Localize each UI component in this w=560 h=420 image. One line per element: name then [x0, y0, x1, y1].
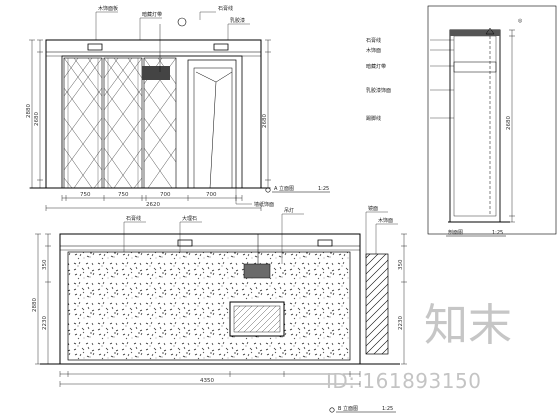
elevation-b-dim-total: 4350 — [200, 378, 214, 384]
elevation-a-dim-4: 700 — [206, 192, 217, 198]
elevation-a-dim-total: 2620 — [146, 202, 160, 208]
elevation-a-label-1: 木饰面板 — [98, 5, 118, 12]
elevation-b-title-marker — [329, 407, 335, 413]
svg-text:◎: ◎ — [518, 18, 523, 24]
elevation-a-label-4: 乳胶漆 — [230, 17, 245, 24]
elevation-a-label-3: 石膏线 — [218, 5, 233, 12]
elevation-a-label-2: 暗藏灯带 — [142, 11, 162, 18]
elevation-b-label-3: 吊灯 — [284, 207, 294, 214]
section-title: 剖面图 — [448, 229, 463, 236]
elevation-a-bottom-note: 墙纸饰面 — [254, 201, 274, 208]
watermark-id: ID: 161893150 — [326, 369, 481, 393]
elevation-a-title: A 立面图 — [274, 185, 294, 192]
elevation-b-marble-panel — [67, 251, 351, 361]
elevation-a-doorway — [187, 59, 237, 189]
elevation-a-left-dim: 2680 — [34, 112, 40, 126]
section-scale: 1:25 — [492, 230, 503, 236]
watermark: 知末 ID: 161893150 — [326, 300, 512, 393]
section-right-dim: 2680 — [506, 116, 512, 130]
section-label-1: 石膏线 — [366, 37, 381, 44]
elevation-b-right-dim-1: 350 — [398, 259, 404, 270]
elevation-a-right-dimensions: 2680 — [262, 39, 271, 189]
elevation-a-right-dim: 2680 — [262, 114, 268, 128]
elevation-a-left-dimensions: 2880 2680 — [26, 39, 43, 189]
elevation-a-light-left — [87, 43, 103, 51]
elevation-b-label-4: 镜面 — [368, 205, 378, 212]
elevation-b: 石膏线 大理石 吊灯 镜面 木饰面 4350 2880 350 2230 350… — [32, 205, 407, 413]
section-ceiling-block — [450, 30, 500, 36]
section-cabinet — [449, 29, 501, 223]
elevation-b-pendant-lamp — [243, 263, 271, 279]
elevation-a-dim-1: 750 — [80, 192, 91, 198]
elevation-b-title: B 立面图 — [338, 405, 358, 412]
elevation-a-title-marker — [265, 187, 271, 193]
elevation-b-light-left — [177, 239, 193, 247]
elevation-b-label-2: 大理石 — [182, 215, 197, 222]
elevation-a-dim-2: 750 — [118, 192, 129, 198]
elevation-a-detail-marker — [177, 17, 187, 27]
elevation-a-wall-outline — [45, 39, 262, 189]
elevation-b-left-total: 2880 — [32, 298, 38, 312]
elevation-a-lattice-doors — [63, 57, 177, 189]
section-label-5: 踢脚线 — [366, 115, 381, 122]
elevation-a-bottom-dimensions: 750 750 700 700 2620 — [45, 192, 262, 211]
elevation-b-hatched-side — [365, 253, 389, 355]
section-label-4: 乳胶漆饰面 — [366, 87, 391, 94]
elevation-a-light-right — [213, 43, 229, 51]
elevation-a-scale: 1:25 — [318, 186, 329, 192]
elevation-b-label-1: 石膏线 — [126, 215, 141, 222]
elevation-a: 木饰面板 暗藏灯带 石膏线 乳胶漆 750 750 700 700 2620 2… — [26, 5, 330, 211]
section-label-3: 暗藏灯带 — [366, 63, 386, 70]
elevation-b-left-dim-1: 350 — [42, 259, 48, 270]
elevation-b-left-dim-2: 2230 — [42, 316, 48, 330]
elevation-b-light-right — [317, 239, 333, 247]
elevation-b-right-dim-2: 2230 — [398, 316, 404, 330]
section-border — [427, 5, 557, 235]
section-label-2: 木饰面 — [366, 47, 381, 54]
elevation-a-door-swing — [195, 71, 233, 189]
watermark-brand: 知末 — [424, 300, 512, 351]
elevation-a-left-total: 2880 — [26, 104, 32, 118]
elevation-b-label-5: 木饰面 — [378, 217, 393, 224]
elevation-a-hatched-panel — [142, 66, 170, 80]
elevation-b-scale: 1:25 — [382, 406, 393, 412]
elevation-a-dim-3: 700 — [160, 192, 171, 198]
section-view: 石膏线 木饰面 暗藏灯带 乳胶漆饰面 踢脚线 2680 ◎ 剖面图 1:25 — [366, 5, 557, 237]
